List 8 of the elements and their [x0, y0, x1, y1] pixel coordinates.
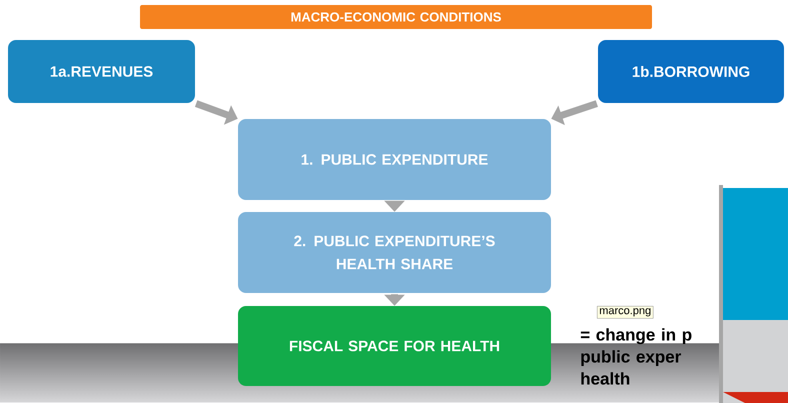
title-banner: MACRO-ECONOMIC CONDITIONS: [140, 5, 652, 29]
process-box: 1a.REVENUES: [8, 40, 195, 103]
tooltip: marco.png: [597, 306, 654, 319]
process-box: 1b.BORROWING: [598, 40, 784, 103]
process-box: 2. PUBLIC EXPENDITURE’S HEALTH SHARE: [238, 212, 551, 293]
process-box: 1. PUBLIC EXPENDITURE: [238, 119, 551, 200]
note-text: = change in p public exper health: [580, 328, 692, 385]
result-box: FISCAL SPACE FOR HEALTH: [238, 306, 551, 386]
